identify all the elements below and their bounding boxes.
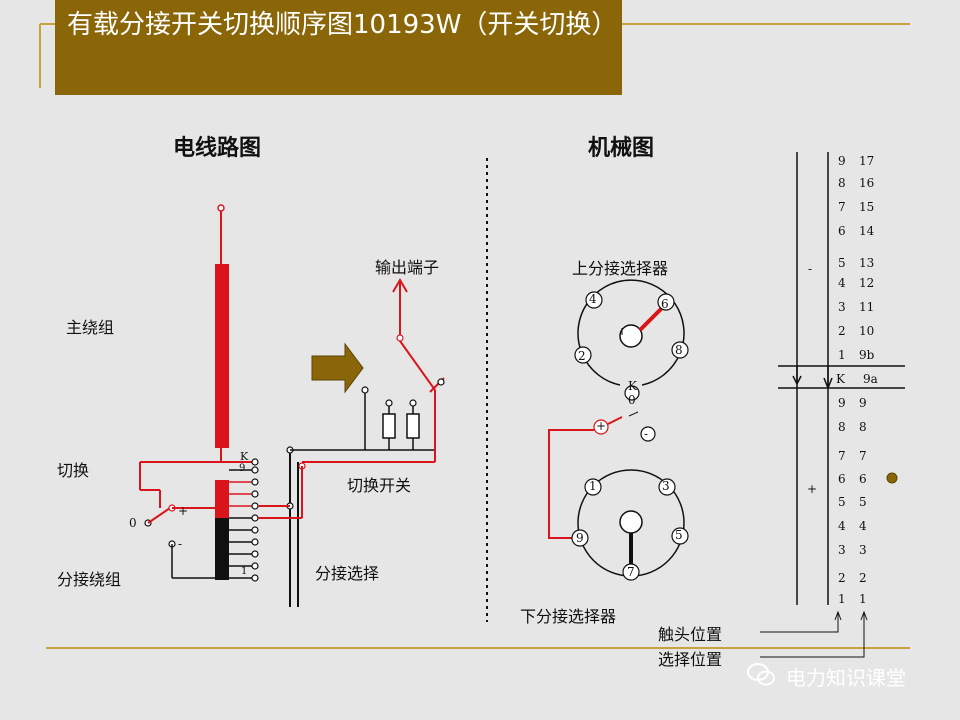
sequence-row-left: 2	[838, 324, 846, 338]
sequence-row-right: 17	[859, 154, 875, 168]
diverter-switch-label: 切换开关	[347, 476, 412, 495]
sequence-row-left: 4	[838, 276, 846, 290]
selector-position-label: 选择位置	[658, 650, 723, 669]
direction-arrow	[311, 342, 364, 394]
sequence-row-left: 1	[838, 348, 846, 362]
wiring-diagram	[139, 204, 445, 607]
sequence-row-right: 9a	[863, 372, 878, 386]
lower-contact-7: 7	[627, 565, 635, 579]
main-winding-label: 主绕组	[66, 318, 115, 337]
sequence-row-right: 11	[859, 300, 875, 314]
switching-label: 切换	[57, 461, 90, 480]
sequence-row-right: 9b	[859, 348, 875, 362]
sequence-row-right: 14	[859, 224, 875, 238]
upper-contact-8: 8	[675, 343, 683, 357]
sequence-row-right: 3	[859, 543, 867, 557]
upper-contact-2: 2	[578, 349, 586, 363]
sequence-row-right: 5	[859, 495, 867, 509]
reversing-zero-label: 0	[129, 516, 137, 530]
sequence-row-left: 1	[838, 592, 846, 606]
sequence-row-right: 1	[859, 592, 867, 606]
sequence-row-left: 3	[838, 300, 846, 314]
mech-k-label: K	[628, 379, 637, 393]
mech-plus-label: +	[596, 419, 607, 433]
slide-title: 有载分接开关切换顺序图10193W（开关切换）	[55, 0, 622, 95]
sequence-row-left: 7	[838, 449, 846, 463]
sequence-row-left: 5	[838, 256, 846, 270]
reversing-plus-label: +	[178, 504, 189, 518]
lower-contact-3: 3	[662, 479, 670, 493]
mech-zero-label: 0	[628, 393, 636, 407]
lower-contact-5: 5	[675, 528, 683, 542]
sequence-row-right: 15	[859, 200, 875, 214]
wechat-icon	[747, 663, 775, 686]
tap-selection-label: 分接选择	[315, 564, 380, 583]
upper-selector-label: 上分接选择器	[572, 259, 669, 278]
mech-minus-label: -	[644, 427, 649, 441]
frame-lines	[39, 23, 910, 649]
sequence-row-right: 6	[859, 472, 867, 486]
mechanical-diagram	[548, 279, 689, 581]
wiring-heading: 电线路图	[173, 136, 262, 161]
lower-contact-9: 9	[576, 531, 584, 545]
lower-selector-label: 下分接选择器	[520, 607, 617, 626]
sequence-row-right: 13	[859, 256, 875, 270]
sequence-row-left: 4	[838, 519, 846, 533]
lower-contact-1: 1	[589, 479, 597, 493]
position-indicator	[886, 472, 898, 484]
mechanical-heading: 机械图	[588, 136, 655, 161]
upper-contact-4: 4	[589, 292, 597, 306]
sequence-row-left: 9	[838, 154, 846, 168]
tap-k-label: K	[240, 450, 249, 463]
sequence-row-left: 9	[838, 396, 846, 410]
sequence-row-left: 5	[838, 495, 846, 509]
sequence-row-left: 8	[838, 176, 846, 190]
sequence-row-right: 8	[859, 420, 867, 434]
upper-contact-6: 6	[661, 297, 669, 311]
sequence-chart	[760, 152, 905, 658]
sequence-plus-sign: +	[807, 482, 818, 496]
sequence-row-right: 12	[859, 276, 875, 290]
sequence-row-left: 2	[838, 571, 846, 585]
sequence-row-right: 10	[859, 324, 875, 338]
sequence-row-right: 9	[859, 396, 867, 410]
sequence-row-right: 4	[859, 519, 867, 533]
sequence-row-right: 16	[859, 176, 875, 190]
sequence-row-left: 3	[838, 543, 846, 557]
output-terminal-label: 输出端子	[375, 258, 440, 277]
sequence-row-right: 2	[859, 571, 867, 585]
sequence-row-left: 8	[838, 420, 846, 434]
tap-one-label: 1	[241, 566, 248, 577]
watermark-text: 电力知识课堂	[786, 666, 906, 690]
reversing-minus-label: -	[178, 537, 183, 551]
sequence-row-left: 7	[838, 200, 846, 214]
sequence-row-left: 6	[838, 224, 846, 238]
sequence-row-right: 7	[859, 449, 867, 463]
sequence-row-left: K	[836, 372, 845, 386]
sequence-minus-sign: -	[808, 262, 813, 276]
tap-winding-label: 分接绕组	[57, 570, 122, 589]
tap-nine-label: 9	[239, 463, 246, 474]
sequence-row-left: 6	[838, 472, 846, 486]
contact-position-label: 触头位置	[658, 625, 723, 644]
